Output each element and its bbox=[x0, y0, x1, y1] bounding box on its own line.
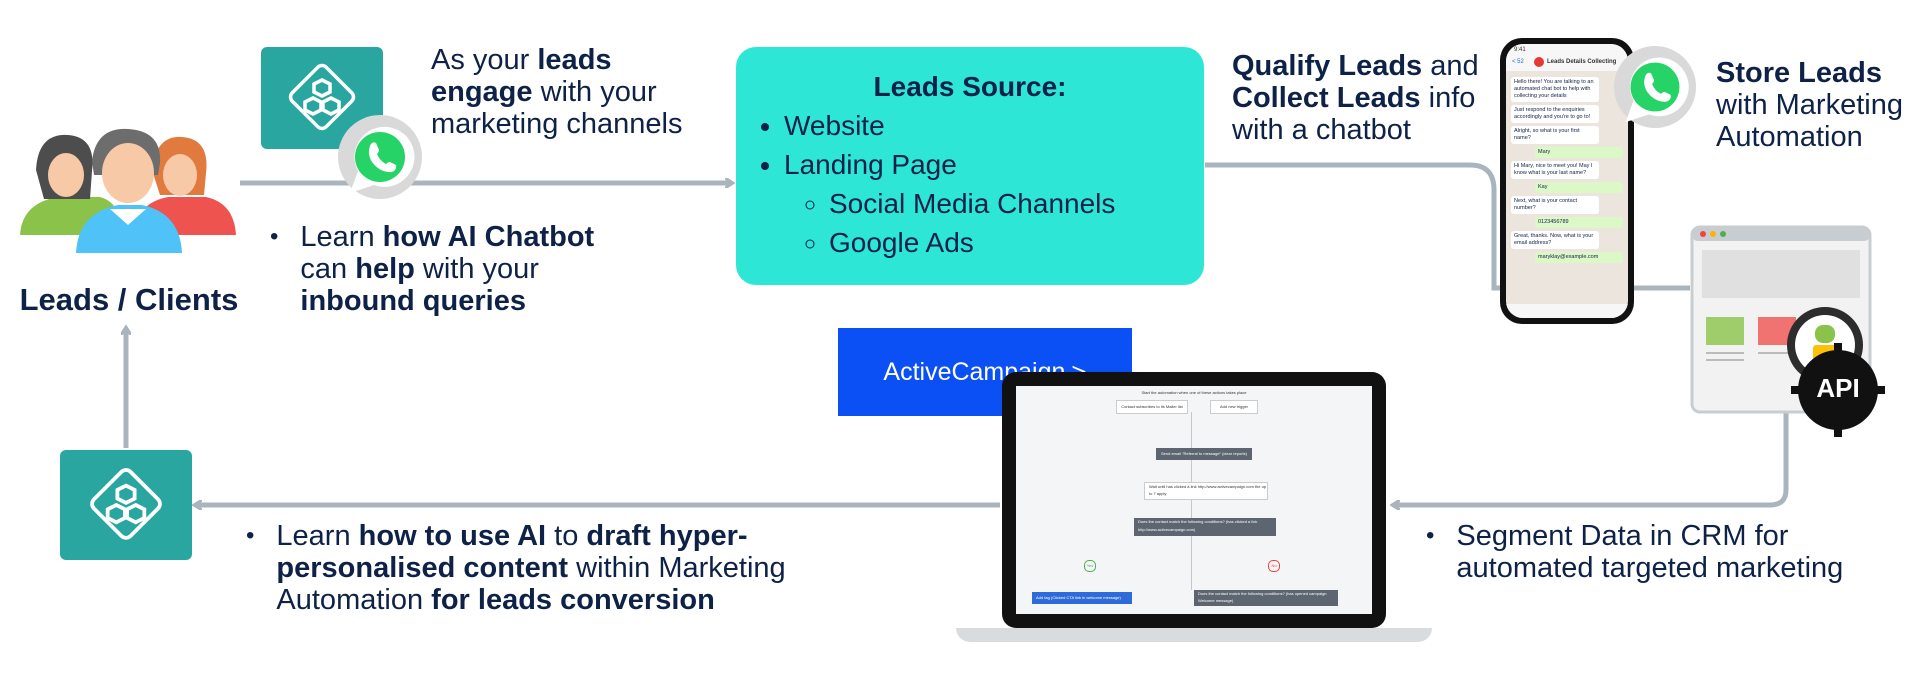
connector-source-to-phone bbox=[1205, 162, 1510, 291]
chat-avatar bbox=[1534, 57, 1544, 67]
api-badge bbox=[1791, 343, 1885, 437]
people-icon bbox=[20, 128, 236, 253]
chat-input-bar bbox=[1506, 304, 1628, 318]
leads-source-subitem: Google Ads bbox=[829, 223, 1204, 262]
engage-text: As your leads engage with your marketing… bbox=[431, 44, 683, 140]
ai-learn-bullet: • Learn how to use AI to draft hyper- pe… bbox=[246, 520, 786, 616]
chat-message: Next, what is your contact number? bbox=[1511, 196, 1599, 214]
arrow-browser-to-laptop bbox=[1393, 410, 1789, 505]
leads-source-subitem: Social Media Channels bbox=[829, 184, 1204, 223]
chat-message: Hi Mary, nice to meet you! May I know wh… bbox=[1511, 161, 1599, 179]
phone-header: 9:41 < 52 Leads Details Collecting bbox=[1506, 44, 1628, 71]
chat-message: Great, thanks. Now, what is your email a… bbox=[1511, 231, 1599, 249]
chat-message: Mary bbox=[1535, 147, 1623, 158]
whatsapp-icon bbox=[1613, 45, 1697, 129]
chatbot-learn-bullet: • Learn how AI Chatbot can help with you… bbox=[270, 221, 595, 317]
phone-screen: 9:41 < 52 Leads Details Collecting Hello… bbox=[1506, 44, 1628, 318]
browser-window-icon bbox=[1690, 225, 1885, 437]
automation-screen: Start the automation when one of these a… bbox=[1016, 386, 1372, 614]
hexagon-network-icon bbox=[288, 63, 356, 131]
laptop-base bbox=[956, 628, 1432, 642]
qualify-text: Qualify Leads and Collect Leads info wit… bbox=[1232, 50, 1479, 146]
leads-source-title: Leads Source: bbox=[873, 71, 1067, 102]
chat-message: Alright, so what is your first name? bbox=[1511, 126, 1599, 144]
chat-message: Hello there! You are talking to an autom… bbox=[1511, 77, 1599, 102]
leads-clients-label: Leads / Clients bbox=[19, 282, 239, 317]
leads-source-item: Website bbox=[784, 106, 1204, 145]
laptop-icon: Start the automation when one of these a… bbox=[1002, 372, 1386, 628]
leads-source-item: Landing Page Social Media Channels Googl… bbox=[784, 145, 1204, 262]
phone-chat-icon: 9:41 < 52 Leads Details Collecting Hello… bbox=[1500, 38, 1634, 324]
leads-source-list: Website Landing Page Social Media Channe… bbox=[736, 106, 1204, 262]
hexagon-network-icon bbox=[90, 468, 162, 540]
store-text: Store Leads with Marketing Automation bbox=[1716, 57, 1903, 153]
whatsapp-icon bbox=[338, 115, 422, 199]
chat-message: Kay bbox=[1535, 182, 1623, 193]
chat-message: Just respond to the enquiries accordingl… bbox=[1511, 105, 1599, 123]
api-badge-label: API bbox=[1816, 373, 1860, 403]
leads-source-box: Leads Source: Website Landing Page Socia… bbox=[736, 47, 1204, 285]
segment-bullet: • Segment Data in CRM for automated targ… bbox=[1426, 520, 1844, 584]
chat-messages: Hello there! You are talking to an autom… bbox=[1506, 71, 1628, 269]
chat-message: 0123456789 bbox=[1535, 217, 1623, 228]
hexagon-network-icon-bottom bbox=[60, 450, 192, 560]
chat-message: maryklay@example.com bbox=[1535, 252, 1623, 263]
